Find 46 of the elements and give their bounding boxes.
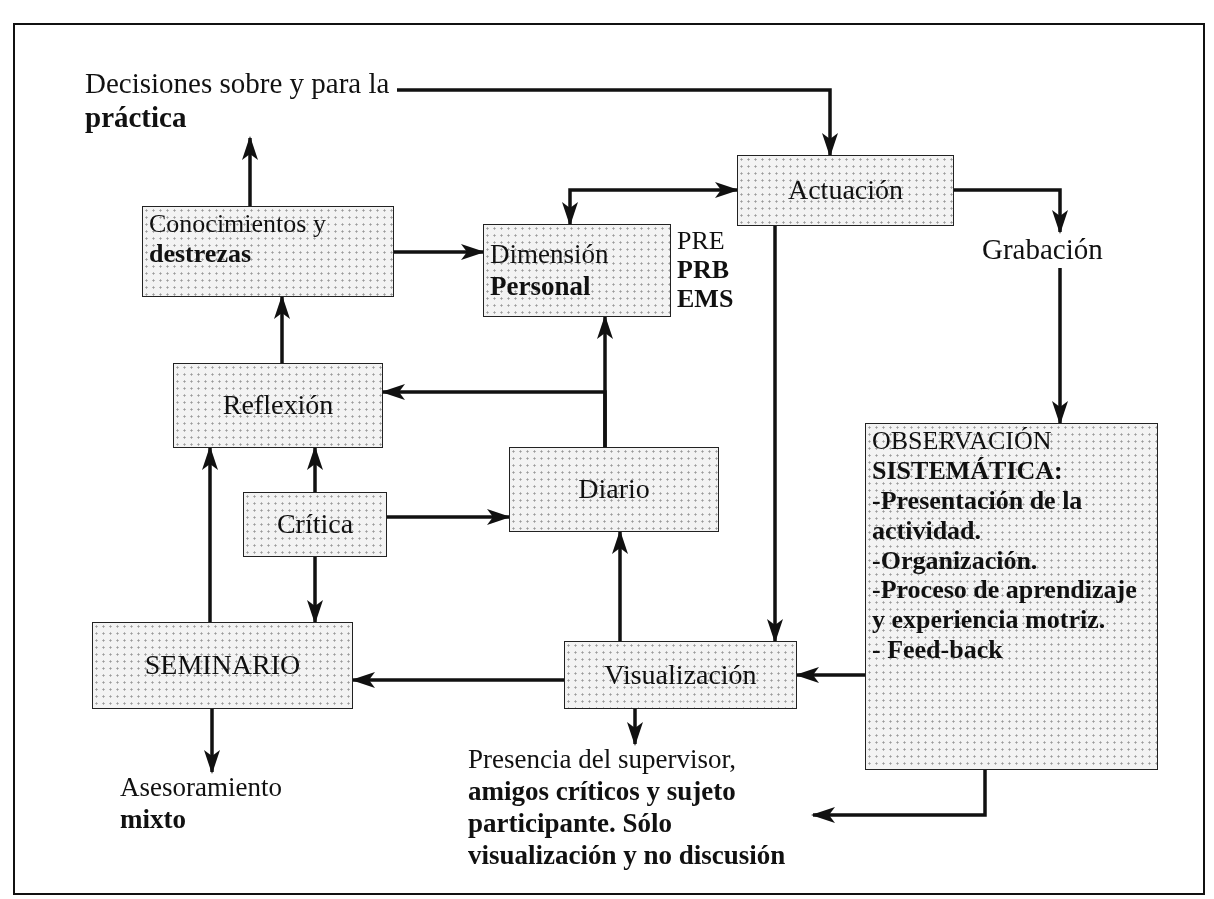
node-text: Conocimientos y destrezas <box>149 209 327 269</box>
process-box <box>173 363 383 448</box>
node-text: Decisiones sobre y para la práctica <box>85 66 391 135</box>
arrow <box>204 709 220 774</box>
node-text: Crítica <box>276 508 354 541</box>
node-text: Asesoramiento mixto <box>120 772 283 836</box>
arrow <box>612 530 628 641</box>
node-text: Presencia del supervisor, amigos críticos y sujeto participante. Sólo visualización y no discusión <box>468 744 787 872</box>
process-box <box>865 423 1158 770</box>
process-box <box>142 206 394 297</box>
side-note: PRE PRB EMS <box>677 226 735 314</box>
arrow <box>767 226 783 643</box>
list-item-text: - Feed-back <box>872 635 1003 666</box>
arrow <box>394 244 485 260</box>
arrow <box>562 182 739 226</box>
node-text: Visualización <box>604 658 757 692</box>
arrow <box>954 188 1068 234</box>
process-box <box>509 447 719 532</box>
process-box <box>564 641 797 709</box>
node-text: SEMINARIO <box>144 649 301 682</box>
arrow <box>387 509 511 525</box>
node-text: Diario <box>578 473 650 506</box>
node-text: Actuación <box>787 174 904 207</box>
arrow <box>627 709 643 746</box>
list-item-text: -Presentación de la actividad. <box>872 485 1084 546</box>
arrow <box>351 672 564 688</box>
process-box <box>483 224 671 317</box>
arrow <box>811 770 987 823</box>
arrow <box>307 446 323 492</box>
process-box <box>737 155 954 226</box>
node-text: Dimensión Personal <box>490 239 610 302</box>
list-item-text: -Proceso de aprendizaje y experiencia motriz. <box>872 575 1138 636</box>
arrow <box>795 667 865 683</box>
arrow <box>274 295 290 363</box>
arrow <box>242 136 258 206</box>
arrow <box>397 88 838 157</box>
arrow <box>202 446 218 622</box>
arrow <box>307 557 323 624</box>
node-text: Grabación <box>982 232 1104 267</box>
process-box <box>243 492 387 557</box>
arrow <box>597 315 613 447</box>
node-text: OBSERVACIÓN SISTEMÁTICA: <box>872 426 1064 486</box>
arrow <box>1052 268 1068 425</box>
process-box <box>92 622 353 709</box>
node-text: Reflexión <box>222 389 334 422</box>
list-item-text: -Organización. <box>872 545 1038 576</box>
